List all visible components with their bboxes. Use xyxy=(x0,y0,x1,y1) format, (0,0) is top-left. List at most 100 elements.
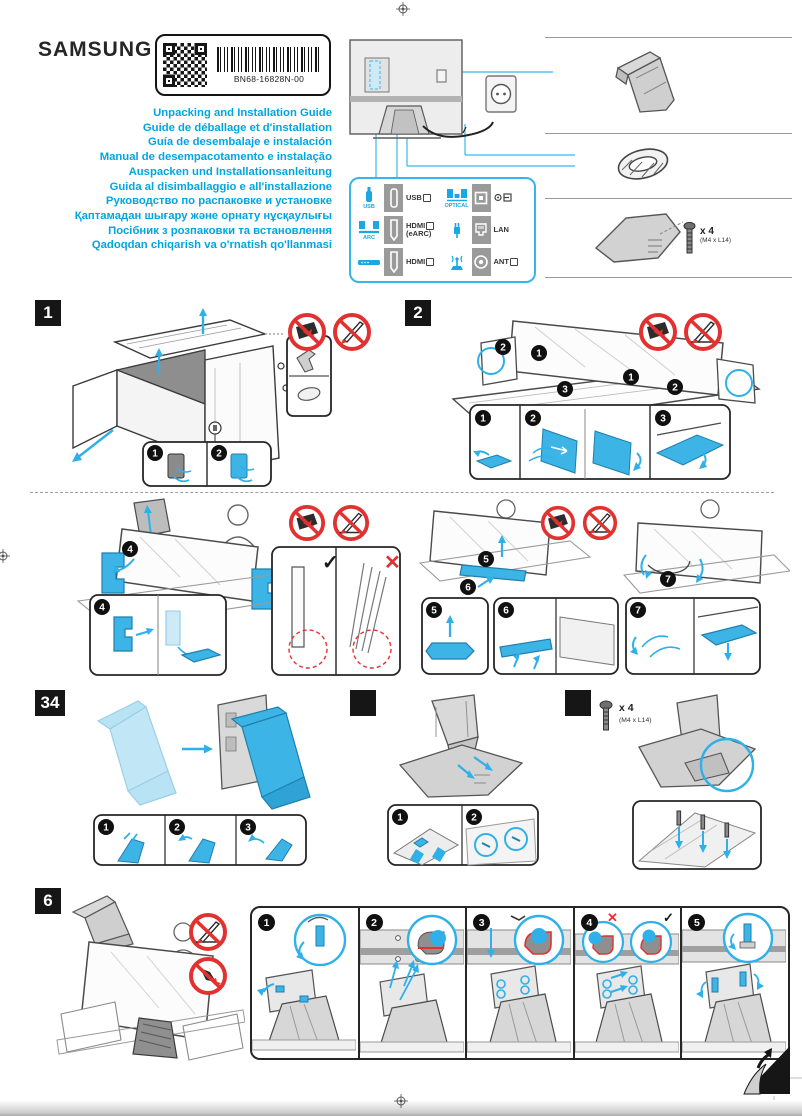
no-cut-panel-icon xyxy=(333,313,371,351)
step-circle-6: 6 xyxy=(498,602,514,618)
check-mark: ✓ xyxy=(663,910,674,925)
divider xyxy=(545,198,792,199)
section2-illustration: 2 1 1 2 3 1 2 3 xyxy=(451,320,761,480)
section-badge-1: 1 xyxy=(35,300,61,326)
title-kk: Қаптамадан шығару және орнату нұсқаулығы xyxy=(74,209,332,222)
screw-callout: x 4 (M4 x L14) xyxy=(700,226,732,244)
step-circle-5: 5 xyxy=(426,602,442,618)
attach-step-4: 4 ✕ ✓ xyxy=(574,908,683,1058)
step-circle-1: 1 xyxy=(531,345,547,361)
usb-port xyxy=(384,184,403,212)
step-circle-2: 2 xyxy=(525,410,541,426)
step-circle-1: 1 xyxy=(147,445,163,461)
no-drop-stand-icon xyxy=(189,957,227,995)
step-circle-1: 1 xyxy=(623,369,639,385)
section-badge-5 xyxy=(565,690,591,716)
audio-out-symbols xyxy=(493,192,512,204)
title-it: Guida al disimballaggio e all'installazi… xyxy=(109,180,332,193)
label-tag-icon xyxy=(509,258,518,266)
svg-text:2: 2 xyxy=(500,343,506,354)
svg-text:6: 6 xyxy=(503,606,509,617)
svg-text:5: 5 xyxy=(431,606,437,617)
svg-text:6: 6 xyxy=(465,583,471,594)
screw-fasten-illustration: x 4 (M4 x L14) xyxy=(599,694,762,870)
attach-step-1: 1 xyxy=(251,908,360,1058)
svg-text:1: 1 xyxy=(397,813,403,824)
divider xyxy=(545,37,792,38)
connector-panel: USB USB OPTICAL xyxy=(349,177,536,283)
audio-out-icon xyxy=(493,192,512,202)
step-circle-5: 5 xyxy=(478,551,494,567)
attach-step-3: 3 xyxy=(466,908,575,1058)
svg-text:2: 2 xyxy=(672,383,678,394)
stand-attach-steps: 1 2 xyxy=(250,906,790,1060)
step-circle-2: 2 xyxy=(211,445,227,461)
attach-step-5: 5 xyxy=(681,908,788,1058)
no-box-cutter-icon xyxy=(288,313,326,351)
attach-step-1-art xyxy=(251,913,357,1051)
registration-mark-icon xyxy=(0,549,10,563)
no-lean-icon xyxy=(684,313,722,351)
divider xyxy=(545,277,792,278)
barcode-number: BN68-16828N-00 xyxy=(233,73,305,84)
title-es: Guía de desembalaje e instalación xyxy=(148,136,332,149)
optical-speakers-icon: OPTICAL xyxy=(444,188,469,209)
section6-illustration xyxy=(56,895,245,1061)
check-mark: ✓ xyxy=(322,552,339,574)
step-circle-1: 1 xyxy=(98,819,114,835)
svg-text:1: 1 xyxy=(103,823,109,834)
registration-mark-icon xyxy=(396,2,410,16)
screw-icon xyxy=(683,222,696,254)
title-de: Auspacken und Installationsanleitung xyxy=(128,165,332,178)
section-badge-3-4: 34 xyxy=(35,690,65,716)
no-lean-icon xyxy=(582,505,618,541)
usb-row: USB USB xyxy=(355,182,443,214)
divider xyxy=(545,133,792,134)
optical-row: OPTICAL xyxy=(443,182,531,214)
soundbar-icon xyxy=(357,258,381,266)
svg-text:3: 3 xyxy=(562,385,568,396)
tv-rear-diagram xyxy=(349,39,575,177)
section1-illustration: 1 2 xyxy=(72,308,332,487)
step-circle-2: 2 xyxy=(169,819,185,835)
no-box-cutter-icon xyxy=(639,313,677,351)
svg-text:1: 1 xyxy=(480,414,486,425)
step-circle-3: 3 xyxy=(655,410,671,426)
label-tag-icon xyxy=(422,194,431,202)
optical-port xyxy=(471,184,491,212)
step-circle-4: 4 xyxy=(94,599,110,615)
registration-mark-icon xyxy=(394,1094,408,1108)
section-badge-6: 6 xyxy=(35,888,61,914)
step-circle-3: 3 xyxy=(557,381,573,397)
hdmi-earc-label: HDMI (eARC) xyxy=(406,221,435,238)
usb-port-label: USB xyxy=(406,193,431,202)
barcode-icon xyxy=(217,46,321,72)
title-en: Unpacking and Installation Guide xyxy=(153,107,332,119)
stand-base-accessory xyxy=(594,213,684,263)
ant-label: ANT xyxy=(494,257,518,266)
svg-text:2: 2 xyxy=(174,823,180,834)
attach-step-2: 2 xyxy=(359,908,468,1058)
attach-step-5-art xyxy=(681,912,787,1053)
step-circle-1: 1 xyxy=(392,809,408,825)
ant-port xyxy=(471,248,491,276)
antenna-icon xyxy=(445,254,469,271)
cross-mark: ✕ xyxy=(607,910,618,925)
steps5-7-illustration: 5 6 7 5 6 7 xyxy=(418,499,790,675)
svg-text:1: 1 xyxy=(152,449,158,460)
no-lean-icon xyxy=(332,504,370,542)
soundbar-arc-icon: ARC xyxy=(357,220,381,241)
screw-qty: x 4 xyxy=(619,702,634,714)
label-tag-icon xyxy=(426,258,435,266)
stand-fold-illustration: 1 2 3 xyxy=(93,694,311,866)
lan-port xyxy=(471,216,491,244)
ant-row: ANT xyxy=(443,246,531,278)
multilingual-titles: Unpacking and Installation Guide Guide d… xyxy=(40,106,332,253)
step-circle-4: 4 xyxy=(122,541,138,557)
hdmi2-label: HDMI xyxy=(406,257,435,266)
hdmi2-row: HDMI xyxy=(355,246,443,278)
title-fr: Guide de déballage et d'installation xyxy=(142,121,332,134)
section-badge-4 xyxy=(350,690,376,716)
step-circle-7: 7 xyxy=(660,571,676,587)
